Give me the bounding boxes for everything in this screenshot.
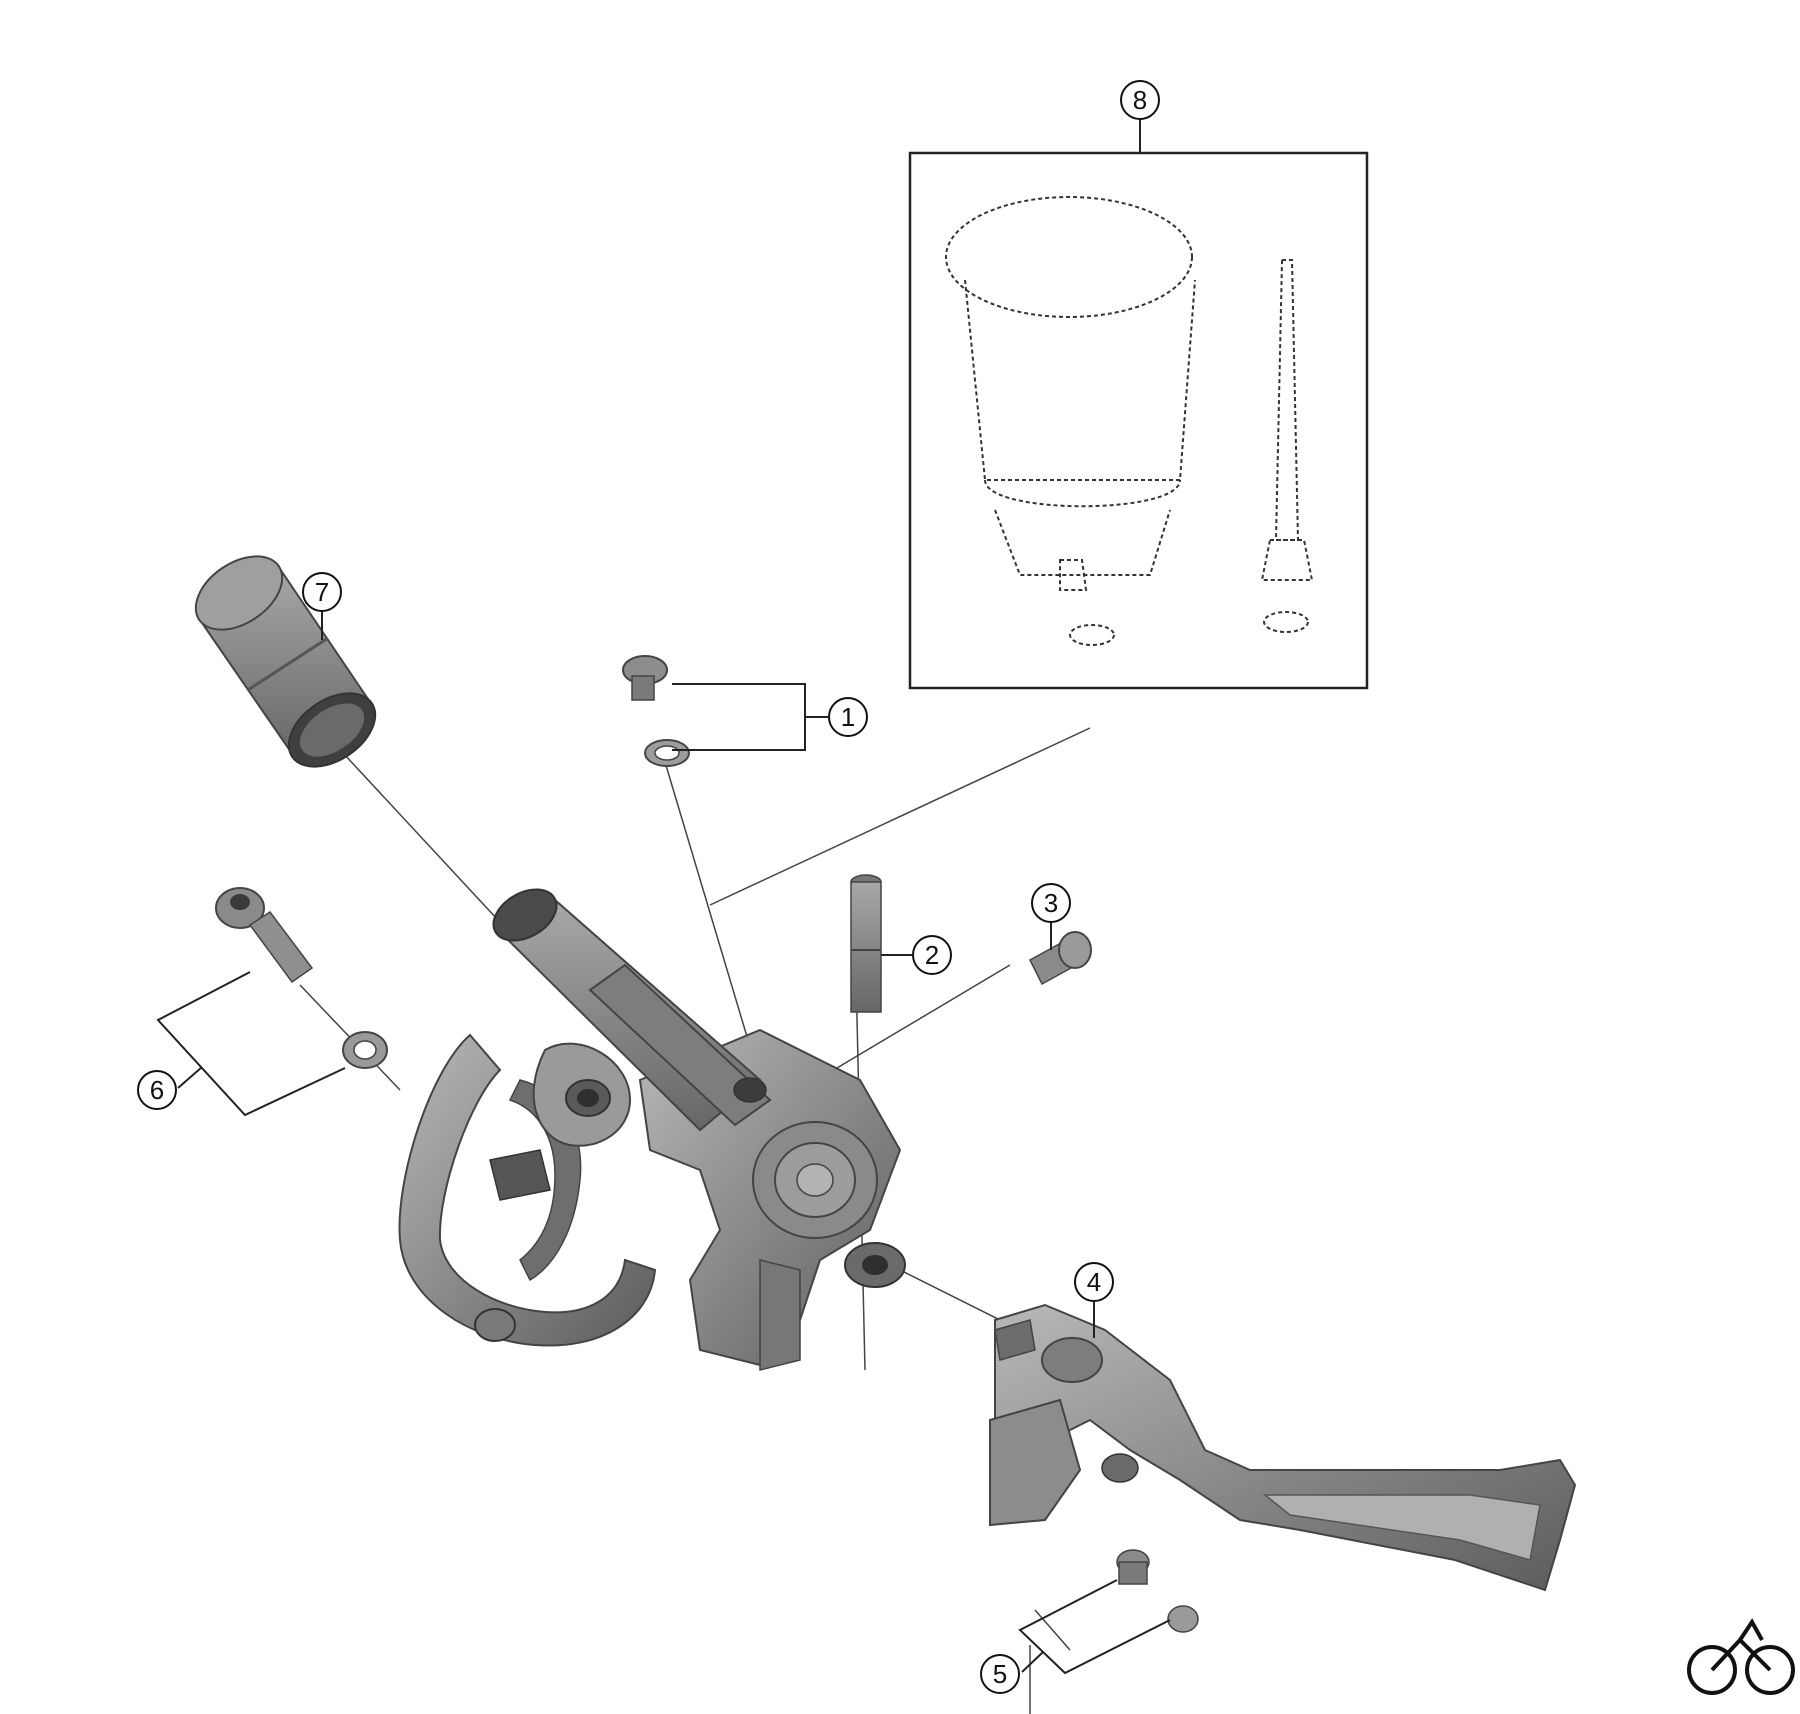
part-2-pin — [850, 874, 882, 1013]
callout-6: 6 — [137, 1070, 177, 1110]
bicycle-icon — [1687, 1618, 1795, 1695]
part-8-bleed-kit — [908, 151, 1369, 690]
callout-4: 4 — [1074, 1262, 1114, 1302]
callout-7: 7 — [302, 572, 342, 612]
callout-8: 8 — [1120, 80, 1160, 120]
part-6-bolt-washer — [215, 887, 388, 1069]
leader-lines — [156, 119, 1171, 1675]
callout-1: 1 — [828, 697, 868, 737]
part-3-screw — [1029, 931, 1092, 986]
callout-1-number: 1 — [841, 702, 855, 732]
part-1-plug-oring — [622, 655, 690, 767]
callout-3-number: 3 — [1044, 888, 1058, 918]
callout-5-number: 5 — [993, 1659, 1007, 1689]
callout-4-number: 4 — [1087, 1267, 1101, 1297]
master-cylinder-body — [398, 888, 906, 1371]
part-7-sleeve — [194, 555, 377, 768]
callout-6-number: 6 — [150, 1075, 164, 1105]
callout-5: 5 — [980, 1654, 1020, 1694]
callout-2: 2 — [912, 935, 952, 975]
callout-7-number: 7 — [315, 577, 329, 607]
part-5-bushings — [1116, 1549, 1199, 1633]
callout-3: 3 — [1031, 883, 1071, 923]
callout-2-number: 2 — [925, 940, 939, 970]
part-4-lever — [989, 1303, 1577, 1592]
callout-8-number: 8 — [1133, 85, 1147, 115]
